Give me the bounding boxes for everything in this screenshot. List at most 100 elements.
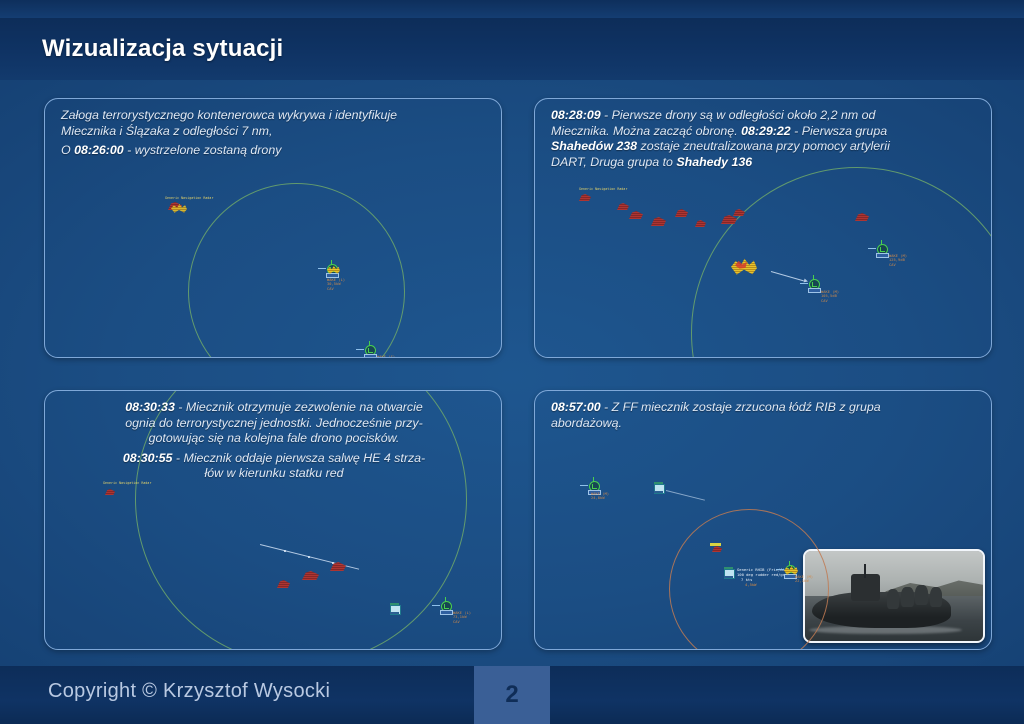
panel-3-caption-line1: 08:30:33 - Miecznik otrzymuje zezwolenie… — [61, 400, 487, 416]
engagement-burst-icon — [327, 265, 340, 274]
panel-2-caption-line4: DART, Druga grupa to Shahedy 136 — [551, 155, 977, 171]
panel-2-text-1: - Pierwsze drony są w odległości około 2… — [600, 108, 876, 122]
panel-4-text-1: - Z FF miecznik zostaje zrzucona łódź RI… — [600, 400, 881, 414]
panel-2-bold-1: Shahedów 238 — [551, 139, 638, 154]
drone-contact[interactable] — [855, 213, 869, 221]
panel-1-caption-line2: Miecznika i Ślązaka z odległości 7 nm, — [61, 123, 273, 138]
panel-3-timestamp-2: 08:30:55 — [122, 450, 173, 465]
panel-3-radar-scene[interactable]: Generic Navigation Radar WAKE (L) 73,1kW… — [45, 391, 501, 649]
friendly-ship-icon — [432, 597, 453, 615]
engagement-burst-icon — [784, 565, 798, 575]
contact-label: WAKE (M) 22,1kW — [795, 575, 814, 584]
photo-crew — [886, 588, 900, 609]
panel-2-radar-scene[interactable]: Generic Navigation Radar WAKE (M) 10 — [535, 99, 991, 357]
panel-3-caption-line2: ognia do terrorystycznej jednostki. Jedn… — [125, 415, 423, 430]
rhib-callout-line4: 4,5kW — [745, 582, 757, 587]
panel-1-caption: Załoga terrorystycznego kontenerowca wyk… — [61, 108, 487, 159]
contact-track-id — [809, 272, 811, 276]
hostile-icon — [168, 202, 182, 210]
slide-header: Wizualizacja sytuacji — [0, 18, 1024, 80]
panel-3[interactable]: 08:30:33 - Miecznik otrzymuje zezwolenie… — [44, 390, 502, 650]
panel-3-caption: 08:30:33 - Miecznik otrzymuje zezwolenie… — [61, 400, 487, 482]
hostile-icon — [712, 546, 722, 552]
photo-mast — [863, 563, 866, 578]
rhib-callout-line2: 100 deg rudder red/gr — [737, 572, 786, 577]
friendly-ship-icon — [580, 477, 601, 495]
panel-4-caption: 08:57:00 - Z FF miecznik zostaje zrzucon… — [551, 400, 977, 431]
drone-contact[interactable] — [629, 211, 643, 219]
drone-contact[interactable] — [302, 571, 319, 580]
hostile-icon — [579, 194, 591, 201]
friendly-ship-icon — [800, 275, 821, 293]
range-ring-green — [188, 183, 405, 357]
panel-2-text-2: Miecznika. Można zacząć obronę. — [551, 123, 742, 138]
panel-3-text-2: - Miecznik oddaje pierwsza salwę HE 4 st… — [172, 450, 426, 465]
panel-2[interactable]: 08:28:09 - Pierwsze drony są w odległośc… — [534, 98, 992, 358]
drone-contact[interactable] — [330, 562, 346, 571]
salvo-marker — [332, 562, 334, 564]
neutral-vector — [665, 490, 705, 501]
drone-contact[interactable] — [651, 217, 666, 226]
panel-3-caption-line4: 08:30:55 - Miecznik oddaje pierwsza salw… — [61, 451, 487, 467]
drone-contact[interactable] — [277, 580, 290, 588]
drone-contact[interactable] — [721, 215, 737, 224]
page-number-box: 2 — [474, 666, 550, 724]
drone-contact[interactable] — [695, 220, 706, 227]
rhib-callout-line3: 7 kts — [741, 577, 753, 582]
panel-2-text-4: zostaje zneutralizowana przy pomocy arty… — [637, 139, 890, 154]
panel-2-caption: 08:28:09 - Pierwsze drony są w odległośc… — [551, 108, 977, 170]
panel-2-bold-2: Shahedy 136 — [676, 154, 753, 169]
panel-4-caption-line2: abordażową. — [551, 415, 622, 430]
panel-4-radar-scene[interactable]: WAKE (M) 24,8kW Generic RHIB (Fric/Att) … — [535, 391, 991, 649]
contact-neutral[interactable] — [653, 482, 665, 494]
copyright-text: Copyright © Krzysztof Wysocki — [48, 680, 331, 702]
panel-2-timestamp-1: 08:28:09 — [551, 108, 601, 122]
contact-track-id — [441, 594, 443, 598]
slide-footer: Copyright © Krzysztof Wysocki 2 — [0, 666, 1024, 724]
panel-1-caption-line1: Załoga terrorystycznego kontenerowca wyk… — [61, 108, 398, 122]
salvo-marker — [284, 550, 286, 552]
contact-label: Generic Navigation Radar — [103, 481, 152, 485]
contact-label: WAKE (S) 73,1kW CAV — [377, 355, 396, 358]
panel-4-caption-line1: 08:57:00 - Z FF miecznik zostaje zrzucon… — [551, 400, 977, 416]
salvo-marker — [308, 556, 310, 558]
photo-crew — [929, 587, 943, 607]
friendly-ship-icon — [356, 341, 377, 357]
contact-track-id — [327, 257, 329, 261]
contact-label: WAKE (M) 24,8kW — [591, 492, 610, 501]
panel-3-timestamp-1: 08:30:33 — [125, 400, 175, 414]
wake-burst-icon — [171, 203, 187, 213]
drone-contact[interactable] — [733, 209, 745, 216]
friendly-ship-icon — [868, 240, 889, 258]
contact-label: Generic Navigation Radar — [579, 187, 628, 191]
panel-3-caption-line5: łów w kierunku statku red — [204, 466, 344, 481]
photo-crew — [915, 585, 928, 605]
panel-2-caption-line2: Miecznika. Można zacząć obronę. 08:29:22… — [551, 124, 977, 140]
photo-crew — [901, 587, 914, 607]
panel-1-caption-prefix: O — [61, 143, 75, 158]
panel-1-caption-line3: O 08:26:00 - wystrzelone zostaną drony — [61, 143, 487, 159]
contact-label: WAKE (M) 105,5dB CAV — [821, 290, 840, 303]
photo-console — [851, 574, 880, 602]
hostile-icon — [105, 489, 115, 495]
page-title: Wizualizacja sytuacji — [42, 35, 284, 62]
panel-1-caption-rest: - wystrzelone zostaną drony — [123, 143, 282, 158]
intercept-burst-icon — [731, 257, 757, 275]
panel-4-timestamp: 08:57:00 — [551, 400, 601, 414]
rhib-photo-inset[interactable] — [803, 549, 985, 643]
contact-label: WAKE (L) 73,1kW CAV — [453, 611, 472, 624]
panel-2-caption-line1: 08:28:09 - Pierwsze drony są w odległośc… — [551, 108, 977, 124]
panel-1-radar-scene[interactable]: Generic Navigation Radar WAKE (L) 30,5kW… — [45, 99, 501, 357]
page-number: 2 — [505, 681, 519, 708]
panel-4[interactable]: 08:57:00 - Z FF miecznik zostaje zrzucon… — [534, 390, 992, 650]
top-strip — [0, 0, 1024, 18]
panel-1[interactable]: Załoga terrorystycznego kontenerowca wyk… — [44, 98, 502, 358]
contact-label: WAKE (M) 125,9dB CAV — [889, 254, 908, 267]
photo-wake — [808, 625, 962, 634]
drone-contact[interactable] — [675, 209, 688, 217]
contact-neutral[interactable] — [389, 603, 401, 615]
panel-2-timestamp-2: 08:29:22 — [741, 123, 791, 138]
panel-2-caption-line3: Shahedów 238 zostaje zneutralizowana prz… — [551, 139, 977, 155]
contact-label: WAKE (L) 30,5kW CAV — [327, 278, 346, 291]
drone-contact[interactable] — [617, 203, 629, 210]
